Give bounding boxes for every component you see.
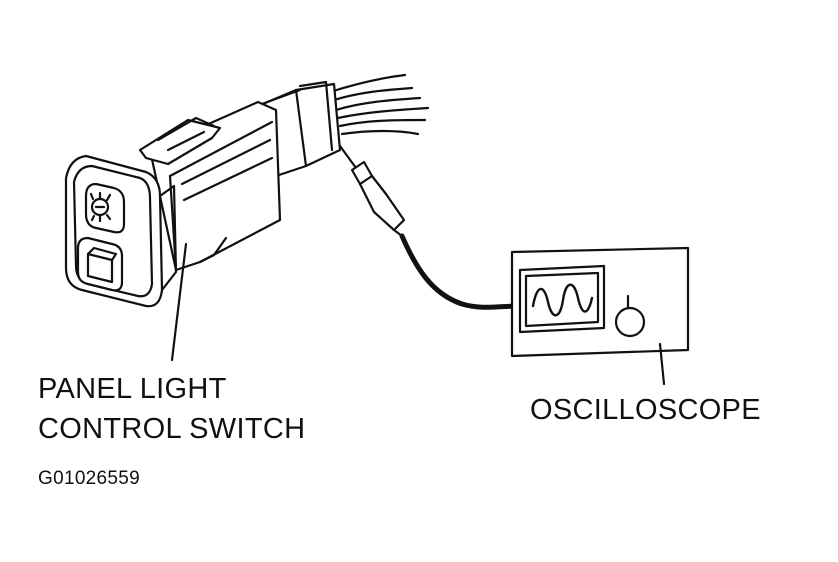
switch-label-line1: PANEL LIGHT	[38, 373, 227, 405]
switch-label-line2: CONTROL SWITCH	[38, 413, 306, 445]
dimmer-icon[interactable]	[84, 182, 126, 234]
scope-leader-line	[658, 342, 666, 386]
knob-icon[interactable]	[614, 294, 646, 338]
rocker-icon[interactable]	[76, 236, 124, 292]
harness-wires	[328, 73, 430, 136]
oscilloscope-label: OSCILLOSCOPE	[530, 394, 761, 426]
figure-id: G01026559	[38, 468, 141, 489]
sine-wave-icon	[531, 283, 594, 317]
switch-housing	[138, 100, 282, 272]
switch-leader-line	[170, 242, 188, 362]
oscilloscope	[510, 246, 690, 358]
probe-cable	[338, 144, 523, 310]
